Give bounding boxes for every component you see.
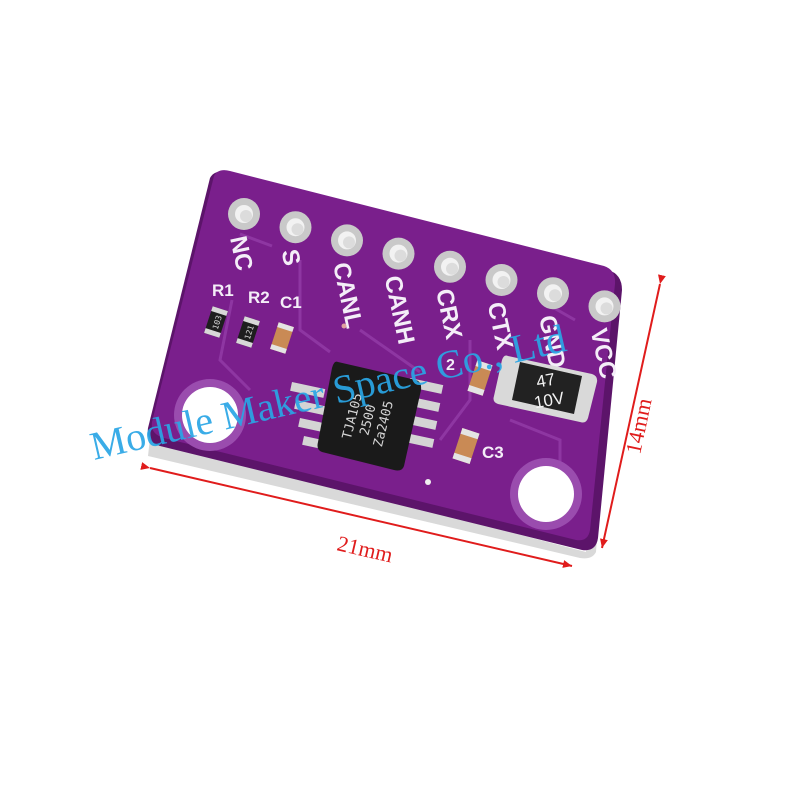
mounting-hole-right (510, 458, 582, 530)
label-c3: C3 (482, 443, 504, 462)
chip-leg (290, 382, 326, 398)
capacitor-c1 (270, 322, 294, 354)
header-pin (434, 250, 466, 283)
silk-dot (425, 479, 431, 485)
transceiver-chip: TJA105 2500 Za2405 (290, 361, 444, 471)
label-r1: R1 (212, 281, 234, 300)
chip-line-2: 2500 (357, 403, 379, 437)
electrolytic-capacitor: 47 10V (493, 355, 598, 423)
label-c1: C1 (280, 293, 302, 312)
pin-label: S (276, 247, 306, 268)
header-pin (588, 290, 621, 323)
capacitor-c3 (452, 428, 480, 464)
header-pin (228, 198, 260, 230)
board-face (151, 170, 616, 541)
resistor-r3 (467, 360, 493, 396)
width-label: 21mm (335, 531, 395, 568)
label-r2: R2 (248, 288, 270, 307)
header-pin (537, 277, 569, 310)
height-label: 14mm (620, 396, 656, 456)
resistor-r1-code: 103 (211, 314, 224, 331)
resistor-r1: 103 (204, 306, 228, 338)
resistor-r2: 121 (236, 316, 260, 348)
header-pin (382, 237, 415, 270)
header-pin (485, 264, 518, 296)
capacitor-line-1: 47 (535, 370, 557, 392)
header-pins (228, 198, 621, 323)
resistor-r2-code: 121 (243, 324, 256, 341)
header-pin (279, 211, 312, 244)
pcb-traces (218, 232, 576, 500)
mounting-hole-left (174, 379, 246, 451)
via-dot (341, 323, 347, 329)
label-r3-partial: 2 (446, 357, 455, 374)
header-pin (331, 224, 363, 257)
chip-leg (294, 400, 330, 416)
